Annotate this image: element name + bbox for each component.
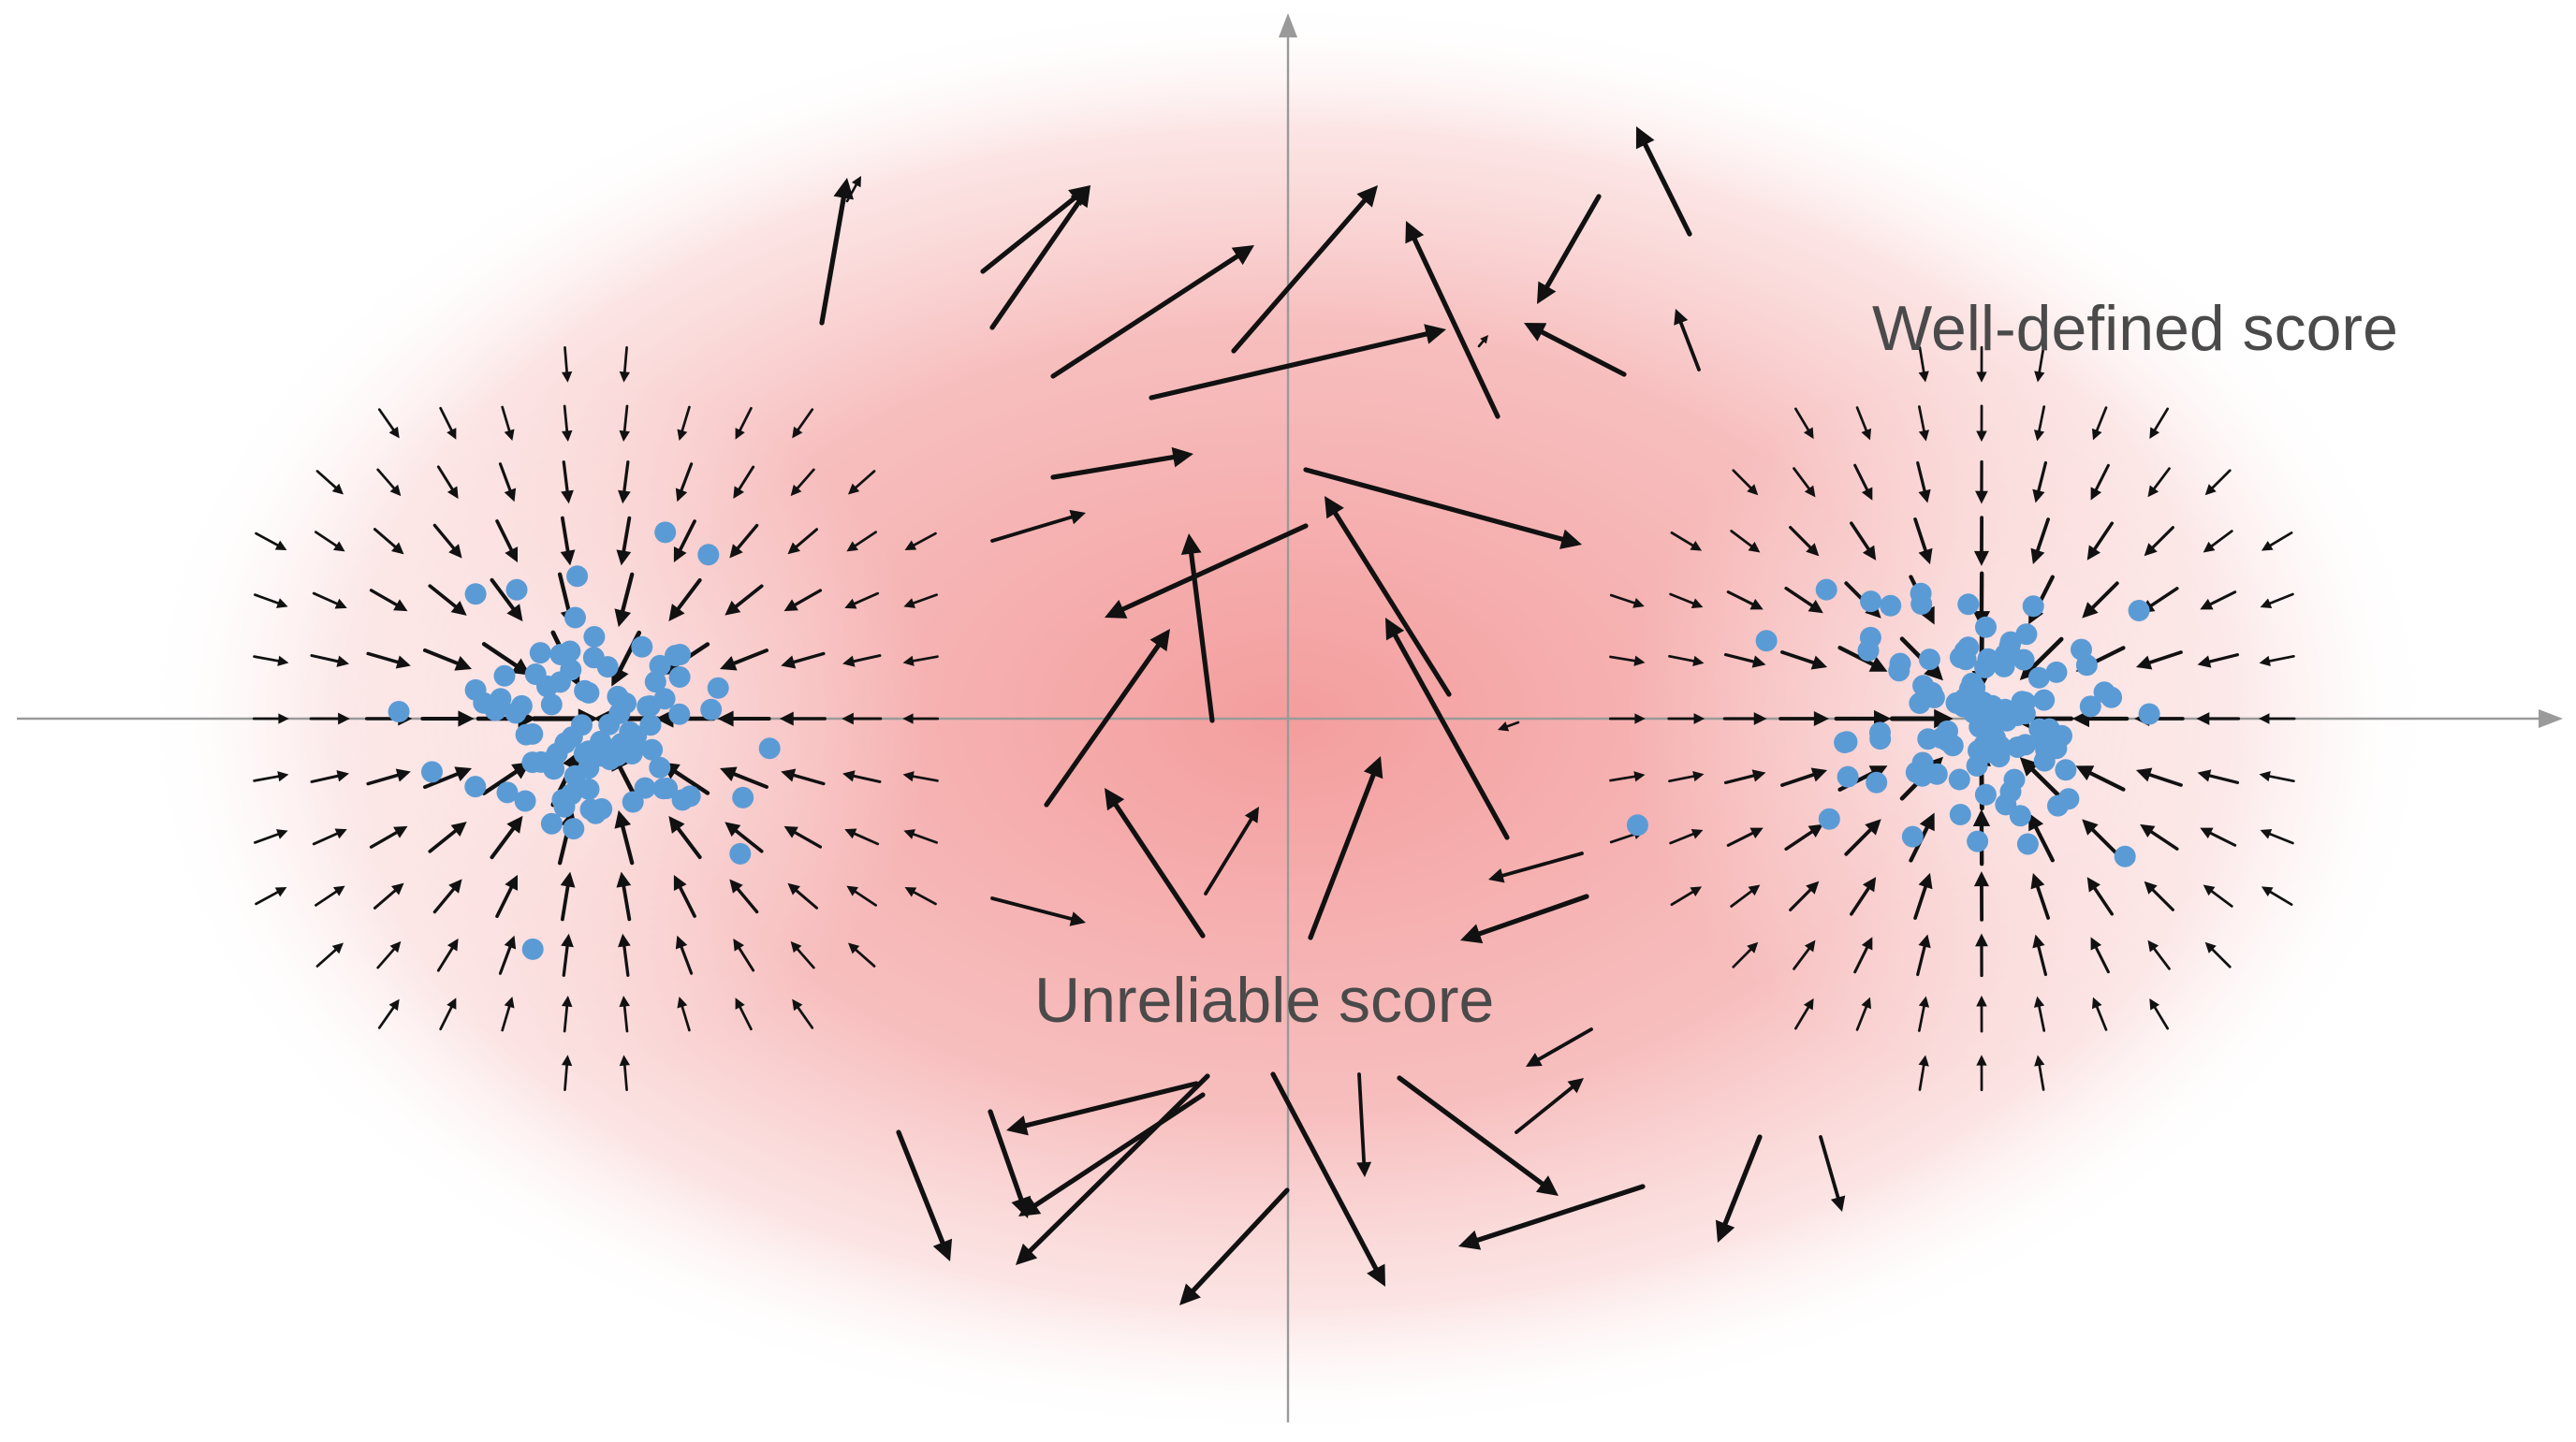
data-point — [522, 939, 544, 960]
data-point — [697, 544, 719, 565]
data-point — [654, 521, 676, 543]
data-point — [1919, 648, 1940, 670]
data-point — [700, 699, 722, 721]
data-point — [759, 737, 781, 759]
data-point — [1967, 831, 1988, 852]
data-point — [1974, 657, 1996, 678]
data-point — [1911, 765, 1933, 787]
data-point — [583, 626, 605, 648]
data-point — [541, 750, 563, 772]
data-point — [2014, 703, 2036, 724]
data-point — [1921, 682, 1942, 704]
data-point — [635, 778, 656, 799]
data-point — [2007, 736, 2028, 758]
data-point — [1910, 583, 1932, 604]
data-point — [597, 656, 619, 677]
data-point — [473, 692, 494, 714]
data-point — [564, 607, 586, 629]
data-point — [1975, 617, 1997, 638]
data-point — [494, 665, 516, 687]
data-point — [541, 813, 563, 835]
data-point — [421, 761, 443, 782]
unreliable-score-label: Unreliable score — [1034, 964, 1494, 1037]
data-point — [640, 714, 662, 736]
data-point — [464, 776, 486, 797]
data-point — [645, 671, 666, 692]
data-point — [1837, 766, 1859, 788]
data-point — [2000, 781, 2022, 803]
data-point — [2017, 834, 2039, 855]
data-point — [708, 677, 729, 699]
data-point — [1627, 814, 1648, 836]
data-point — [465, 583, 487, 604]
data-point — [2071, 639, 2092, 661]
data-point — [2115, 846, 2136, 867]
data-point — [2129, 600, 2150, 621]
data-point — [541, 693, 563, 715]
data-point — [1949, 769, 1970, 791]
data-point — [1902, 826, 1924, 848]
data-point — [560, 659, 581, 680]
data-point — [566, 565, 588, 587]
data-point — [1816, 579, 1837, 601]
data-point — [1837, 731, 1858, 752]
data-point — [672, 789, 694, 810]
data-point — [551, 789, 573, 810]
data-point — [1866, 772, 1887, 794]
data-point — [559, 641, 580, 663]
data-point — [599, 749, 621, 770]
data-point — [2047, 795, 2069, 817]
data-point — [2055, 759, 2076, 780]
data-point — [2042, 729, 2063, 750]
data-point — [2100, 687, 2122, 708]
data-point — [2139, 704, 2160, 725]
data-point — [1957, 593, 1979, 615]
data-point — [729, 843, 751, 865]
data-point — [669, 666, 691, 688]
data-point — [578, 682, 599, 704]
x-axis-arrowhead — [2539, 709, 2563, 728]
data-point — [506, 579, 528, 601]
data-point — [1819, 808, 1840, 830]
data-point — [652, 778, 674, 799]
data-point — [2028, 667, 2050, 689]
data-point — [2023, 595, 2044, 617]
data-point — [1970, 697, 1992, 719]
data-point — [1999, 635, 2021, 657]
data-point — [732, 787, 754, 808]
data-point — [388, 701, 410, 722]
data-point — [1996, 710, 2017, 732]
data-point — [530, 642, 551, 663]
data-point — [516, 724, 537, 746]
data-point — [1890, 653, 1911, 675]
data-point — [1978, 742, 1999, 764]
data-point — [1860, 627, 1881, 648]
data-point — [1950, 804, 1971, 825]
data-point — [1880, 595, 1901, 617]
data-point — [580, 799, 602, 821]
data-point — [515, 791, 536, 812]
data-point — [1975, 784, 1997, 806]
data-point — [1869, 728, 1891, 750]
data-point — [615, 692, 637, 714]
data-point — [1964, 677, 1985, 699]
data-point — [1957, 636, 1979, 658]
data-point — [2033, 690, 2055, 711]
data-point — [578, 757, 599, 779]
data-point — [631, 636, 652, 658]
data-point — [1860, 590, 1881, 612]
data-point — [1931, 727, 1953, 749]
data-point — [563, 818, 584, 839]
well-defined-score-label: Well-defined score — [1872, 292, 2398, 365]
data-point — [1756, 630, 1778, 651]
data-point — [1946, 692, 1968, 714]
data-point — [562, 726, 583, 748]
data-point — [505, 702, 527, 723]
data-point — [578, 779, 600, 800]
